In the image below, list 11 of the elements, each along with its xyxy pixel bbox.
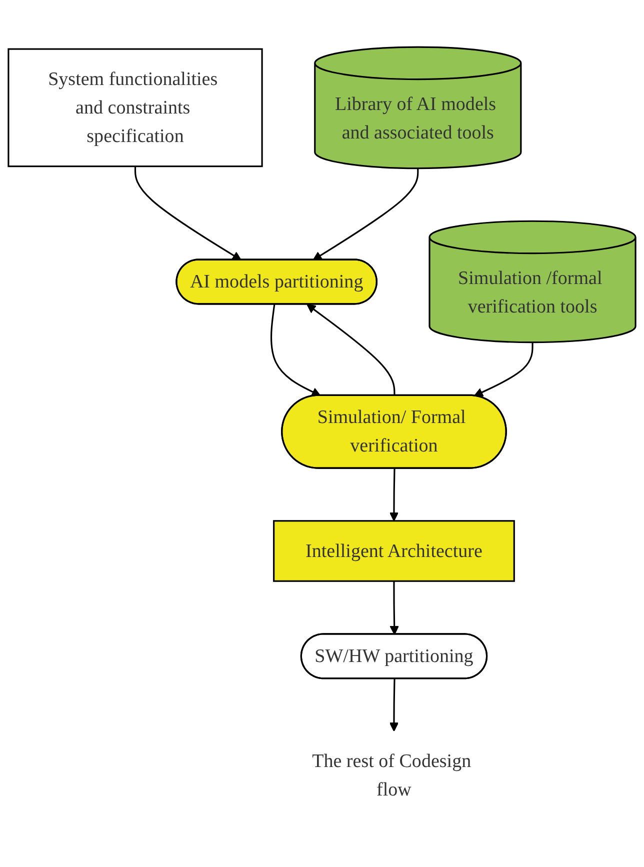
node-text: The rest of Codesign flow <box>312 750 472 800</box>
arrow <box>270 304 321 396</box>
node-box: Intelligent Architecture <box>273 520 515 582</box>
arrow <box>389 678 399 732</box>
arrow <box>474 342 534 397</box>
node-box: System functionalities and constraints specification <box>8 48 263 168</box>
arrow <box>312 168 419 260</box>
arrow <box>390 581 399 635</box>
arrow <box>306 304 396 396</box>
arrow <box>134 166 242 260</box>
arrow <box>389 468 399 522</box>
